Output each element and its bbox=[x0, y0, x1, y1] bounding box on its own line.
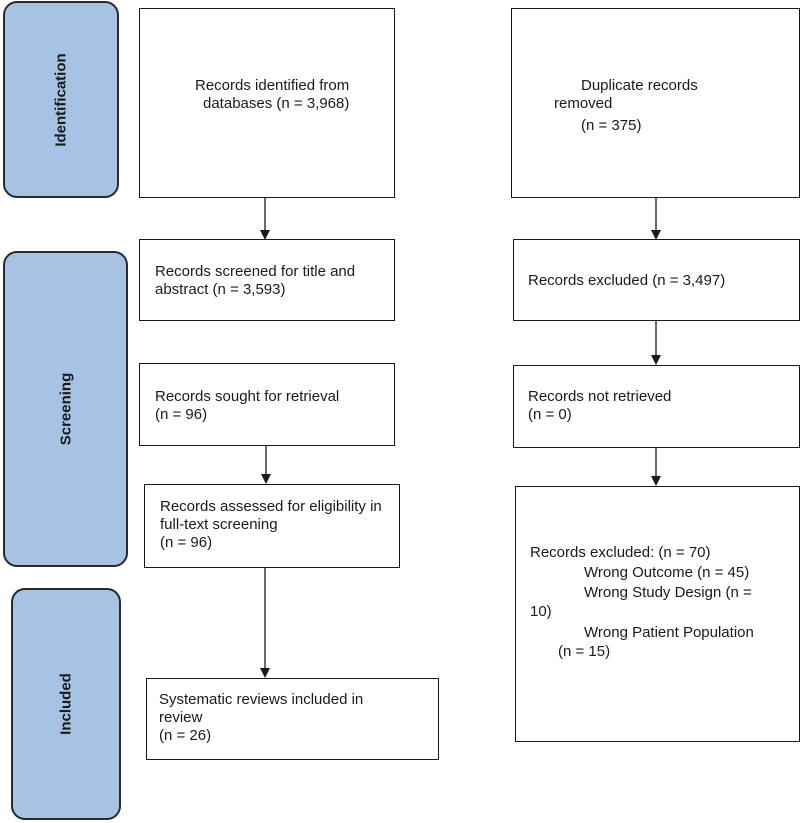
records-not-retrieved-line2: (n = 0) bbox=[528, 406, 572, 423]
records-sought-line1: Records sought for retrieval bbox=[155, 388, 340, 405]
duplicates-line1: Duplicate records bbox=[581, 77, 698, 94]
phase-included-panel: Included bbox=[11, 588, 121, 820]
records-screened-line2: abstract (n = 3,593) bbox=[155, 281, 286, 298]
records-not-retrieved-line1: Records not retrieved bbox=[528, 388, 672, 405]
records-sought-line2: (n = 96) bbox=[155, 406, 208, 423]
phase-identification-panel: Identification bbox=[3, 1, 119, 198]
duplicates-removed-box: Duplicate records removed (n = 375) bbox=[511, 8, 800, 198]
records-identified-line1: Records identified from bbox=[195, 77, 350, 94]
records-sought-box: Records sought for retrieval (n = 96) bbox=[139, 363, 395, 446]
records-assessed-box: Records assessed for eligibility in full… bbox=[144, 484, 400, 568]
records-screened-box: Records screened for title and abstract … bbox=[139, 239, 395, 321]
included-reviews-line2: review bbox=[159, 709, 203, 726]
excluded-full-line2: Wrong Outcome (n = 45) bbox=[584, 564, 750, 581]
records-assessed-line2: full-text screening bbox=[160, 516, 278, 533]
records-not-retrieved-box: Records not retrieved (n = 0) bbox=[513, 365, 800, 448]
excluded-full-line1: Records excluded: (n = 70) bbox=[530, 544, 711, 561]
phase-screening-panel: Screening bbox=[3, 251, 128, 567]
included-reviews-line1: Systematic reviews included in bbox=[159, 691, 364, 708]
excluded-full-line4: 10) bbox=[530, 603, 552, 620]
included-reviews-line3: (n = 26) bbox=[159, 727, 212, 744]
duplicates-line3: (n = 375) bbox=[581, 117, 642, 134]
duplicates-line2: removed bbox=[554, 95, 613, 112]
records-assessed-line3: (n = 96) bbox=[160, 534, 213, 551]
records-identified-line2: databases (n = 3,968) bbox=[203, 95, 350, 112]
records-excluded-screening-box: Records excluded (n = 3,497) bbox=[513, 239, 800, 321]
excluded-full-line3: Wrong Study Design (n = bbox=[584, 584, 752, 601]
records-excluded-fulltext-box: Records excluded: (n = 70) Wrong Outcome… bbox=[515, 486, 800, 742]
included-reviews-box: Systematic reviews included in review (n… bbox=[146, 678, 439, 760]
records-excluded-screening-line1: Records excluded (n = 3,497) bbox=[528, 272, 726, 289]
excluded-full-line5: Wrong Patient Population bbox=[584, 624, 754, 641]
excluded-full-line6: (n = 15) bbox=[558, 643, 611, 660]
records-assessed-line1: Records assessed for eligibility in bbox=[160, 498, 382, 515]
records-identified-box: Records identified from databases (n = 3… bbox=[139, 8, 395, 198]
records-screened-line1: Records screened for title and bbox=[155, 263, 356, 280]
